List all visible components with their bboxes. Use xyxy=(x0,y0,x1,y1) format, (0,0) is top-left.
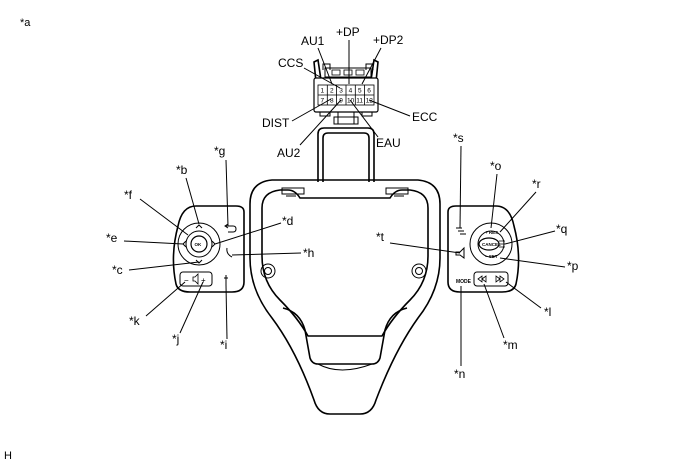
callout-s: *s xyxy=(453,131,464,145)
pin-1: 1 xyxy=(321,88,325,95)
callout-b: *b xyxy=(176,163,188,177)
signal-dp: +DP xyxy=(336,25,360,39)
cancel-button-label: CANCEL xyxy=(482,242,501,247)
signal-dist: DIST xyxy=(262,116,290,130)
figure-label: *a xyxy=(20,17,31,29)
speaker-icon xyxy=(192,273,199,285)
figure-code: H xyxy=(4,450,12,462)
callout-l: *l xyxy=(544,305,551,319)
signal-au2: AU2 xyxy=(277,146,301,160)
volume-up-icon: + xyxy=(201,276,206,285)
callout-e: *e xyxy=(106,231,118,245)
mode-button-label: MODE xyxy=(456,279,472,285)
callout-o: *o xyxy=(490,159,502,173)
callout-q: *q xyxy=(556,222,567,236)
pin-5: 5 xyxy=(358,88,362,95)
signal-dp2: +DP2 xyxy=(373,33,404,47)
ok-button-label: OK xyxy=(195,242,203,247)
connector-signal-labels: AU1 +DP +DP2 CCS DIST AU2 EAU ECC xyxy=(262,25,438,160)
connector: 1 2 3 4 5 6 7 8 9 10 11 12 xyxy=(313,58,379,117)
pin-2: 2 xyxy=(330,88,334,95)
callout-p: *p xyxy=(567,259,579,273)
signal-eau: EAU xyxy=(376,136,401,150)
pin-7: 7 xyxy=(321,98,325,105)
callout-k: *k xyxy=(129,314,141,328)
set-label: − SET xyxy=(485,254,498,259)
pin-12: 12 xyxy=(366,98,374,105)
callout-c: *c xyxy=(112,263,123,277)
callout-f: *f xyxy=(124,188,133,202)
callout-n: *n xyxy=(454,367,465,381)
callout-t: *t xyxy=(376,230,385,244)
volume-down-icon: − xyxy=(184,276,189,285)
pin-11: 11 xyxy=(356,98,363,105)
right-switch-pad: CANCEL + RES − SET MODE xyxy=(447,205,520,293)
callout-m: *m xyxy=(503,338,518,352)
steering-wheel xyxy=(249,179,441,415)
callout-r: *r xyxy=(532,177,541,191)
signal-ccs: CCS xyxy=(278,56,303,70)
pin-4: 4 xyxy=(349,88,353,95)
callouts: *b *g *f *d *e *h *c *k *j *i *s *o *r *… xyxy=(106,131,579,381)
pin-9: 9 xyxy=(339,98,343,105)
cruise-main-icon xyxy=(456,227,466,235)
wire-harness xyxy=(317,112,375,182)
callout-h: *h xyxy=(303,246,314,260)
voice-icon xyxy=(224,275,228,286)
down-arrow-icon xyxy=(195,259,203,264)
pin-6: 6 xyxy=(367,88,371,95)
callout-g: *g xyxy=(214,144,225,158)
pin-8: 8 xyxy=(330,98,334,105)
seek-forward-icon xyxy=(495,275,505,283)
left-switch-pad: OK − + xyxy=(172,205,245,293)
back-icon xyxy=(226,225,237,233)
seek-back-icon xyxy=(477,275,487,283)
distance-icon xyxy=(499,240,505,248)
callout-d: *d xyxy=(282,214,293,228)
callout-i: *i xyxy=(220,338,227,352)
signal-au1: AU1 xyxy=(301,34,325,48)
phone-icon xyxy=(226,247,233,258)
signal-ecc: ECC xyxy=(412,110,438,124)
pin-3: 3 xyxy=(339,88,343,95)
res-label: + RES xyxy=(485,230,498,235)
callout-j: *j xyxy=(172,332,179,346)
up-arrow-icon xyxy=(195,224,203,229)
talk-icon xyxy=(455,246,465,259)
